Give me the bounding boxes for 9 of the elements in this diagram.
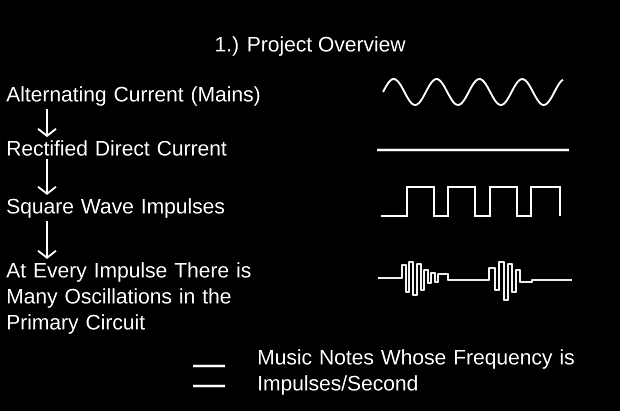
- arrow: [37, 108, 57, 138]
- title: 1.) Project Overview: [216, 36, 406, 56]
- arrow: [37, 158, 57, 195]
- step-text: At Every Impulse There is Many Oscillations in the Primary Circuit: [6, 262, 250, 334]
- note-text: Music Notes Whose Frequency is Impulses/Second: [258, 349, 574, 395]
- step-text: Square Wave Impulses: [7, 198, 224, 218]
- arrow: [37, 220, 57, 259]
- step-text: Rectified Direct Current: [8, 140, 227, 156]
- step-text: Alternating Current (Mains): [6, 86, 260, 106]
